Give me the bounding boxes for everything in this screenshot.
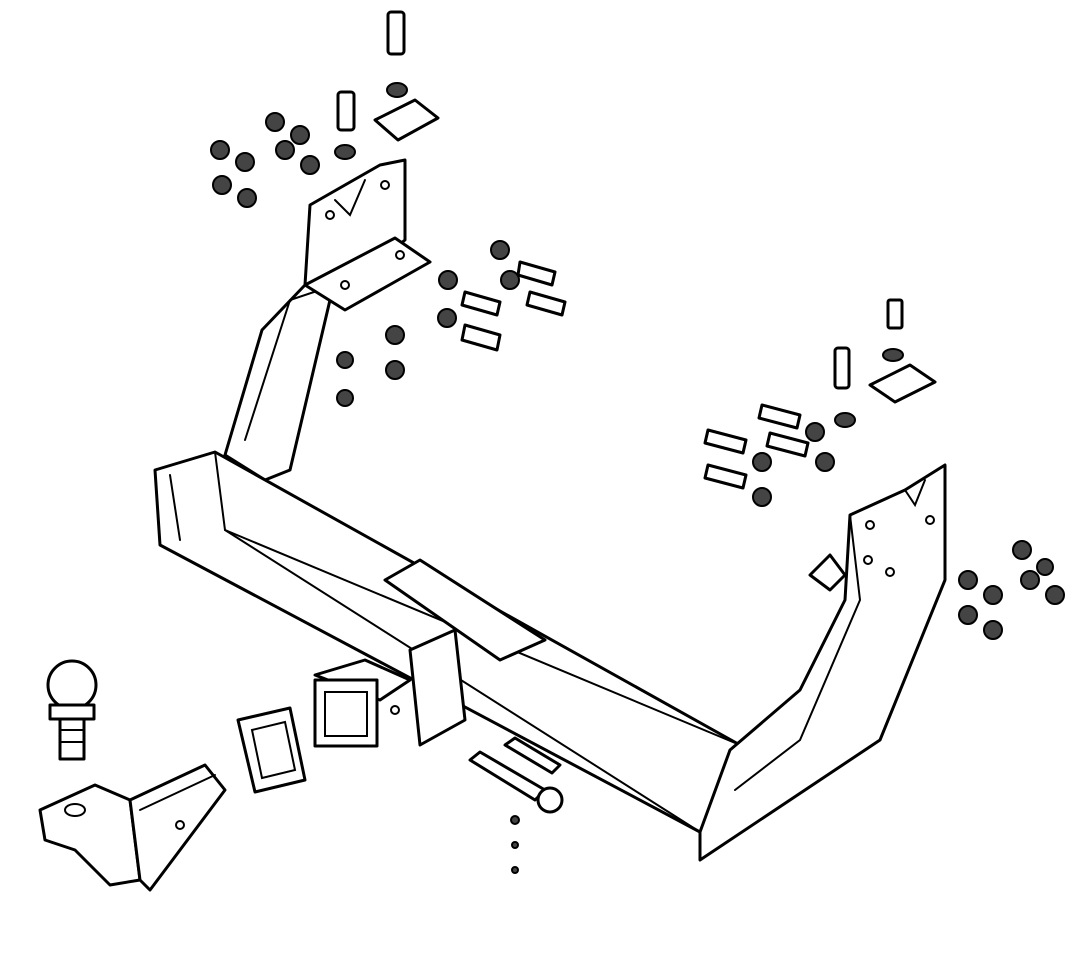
- hitch-pin: [468, 736, 564, 874]
- ball-mount: [38, 763, 227, 892]
- receiver-hitch: [313, 628, 467, 748]
- bolt-icon: [336, 90, 356, 132]
- receiver-cover: [236, 706, 307, 794]
- bolts-and-nuts: [210, 10, 1065, 640]
- tow-ball: [46, 659, 98, 761]
- washer-icon: [386, 82, 408, 98]
- bolt-icon: [386, 10, 406, 56]
- left-mounting-bracket: [223, 158, 432, 482]
- plate-icon: [373, 98, 440, 142]
- right-mounting-bracket: [698, 463, 947, 862]
